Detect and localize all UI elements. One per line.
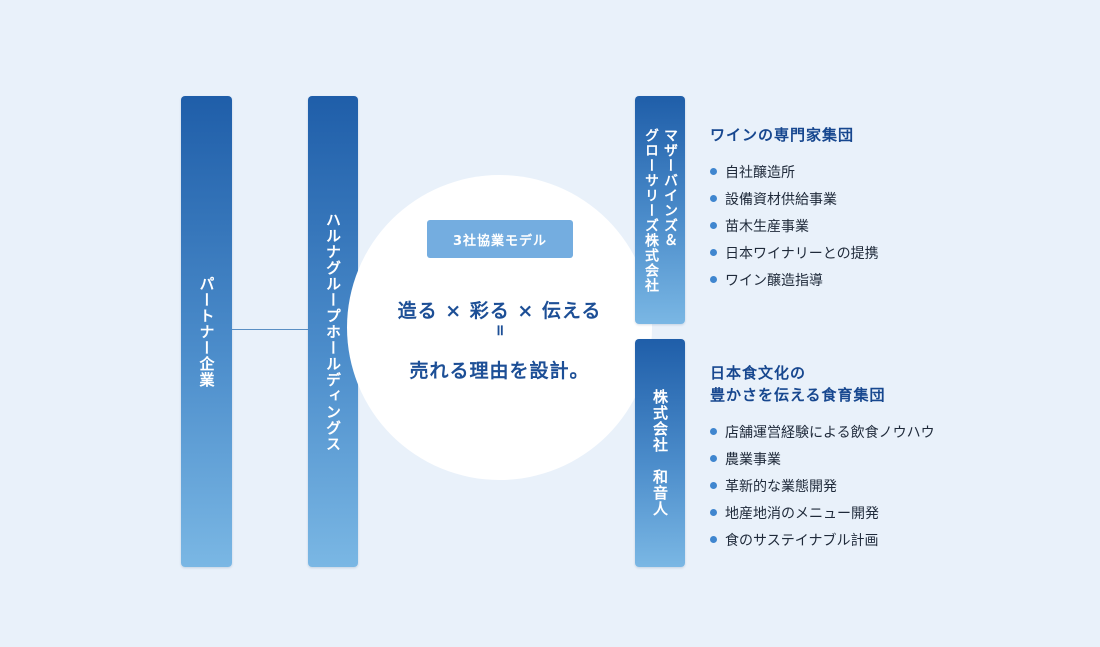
bullet-dot: [710, 222, 717, 229]
tagline-design-reason: 売れる理由を設計。: [409, 360, 590, 382]
company-title-food-line2: 豊かさを伝える食育集団: [710, 386, 886, 404]
list-item: 革新的な業態開発: [710, 472, 935, 499]
bullet-dot: [710, 509, 717, 516]
company-info-waonjin: 日本食文化の 豊かさを伝える食育集団 店舗運営経験による飲食ノウハウ 農業事業 …: [710, 362, 935, 553]
list-item: 農業事業: [710, 445, 935, 472]
bullet-dot: [710, 428, 717, 435]
list-item: 店舗運営経験による飲食ノウハウ: [710, 418, 935, 445]
equals-sign: ॥: [495, 321, 504, 339]
partner-pillar: パートナー企業: [181, 96, 232, 567]
partner-holdings-connector: [232, 329, 308, 330]
company-title-food-line1: 日本食文化の: [710, 364, 807, 382]
company-name-waonjin: 株式会社 和音人: [651, 389, 669, 517]
tagline-make-color-convey: 造る × 彩る × 伝える: [397, 300, 602, 322]
company-info-mother-vines: ワインの専門家集団 自社醸造所 設備資材供給事業 苗木生産事業 日本ワイナリーと…: [710, 124, 879, 293]
bullet-dot: [710, 482, 717, 489]
company-pillar-waonjin: 株式会社 和音人: [635, 339, 685, 567]
company-title-wine: ワインの専門家集団: [710, 126, 855, 144]
bullet-dot: [710, 168, 717, 175]
company-name-mother-vines: マザーバインズ＆ グローサリーズ株式会社: [643, 127, 678, 293]
company-bullets-wine: 自社醸造所 設備資材供給事業 苗木生産事業 日本ワイナリーとの提携 ワイン醸造指…: [710, 158, 879, 293]
list-item: 設備資材供給事業: [710, 185, 879, 212]
bullet-dot: [710, 249, 717, 256]
bullet-dot: [710, 276, 717, 283]
list-item: 苗木生産事業: [710, 212, 879, 239]
model-badge: 3社協業モデル: [427, 220, 573, 258]
partner-label: パートナー企業: [197, 275, 216, 388]
company-bullets-food: 店舗運営経験による飲食ノウハウ 農業事業 革新的な業態開発 地産地消のメニュー開…: [710, 418, 935, 553]
list-item: 食のサステイナブル計画: [710, 526, 935, 553]
bullet-dot: [710, 536, 717, 543]
list-item: ワイン醸造指導: [710, 266, 879, 293]
list-item: 日本ワイナリーとの提携: [710, 239, 879, 266]
bullet-dot: [710, 195, 717, 202]
bullet-dot: [710, 455, 717, 462]
list-item: 自社醸造所: [710, 158, 879, 185]
company-pillar-mother-vines: マザーバインズ＆ グローサリーズ株式会社: [635, 96, 685, 324]
holdings-label: ハルナグループホールディングス: [324, 211, 342, 452]
list-item: 地産地消のメニュー開発: [710, 499, 935, 526]
